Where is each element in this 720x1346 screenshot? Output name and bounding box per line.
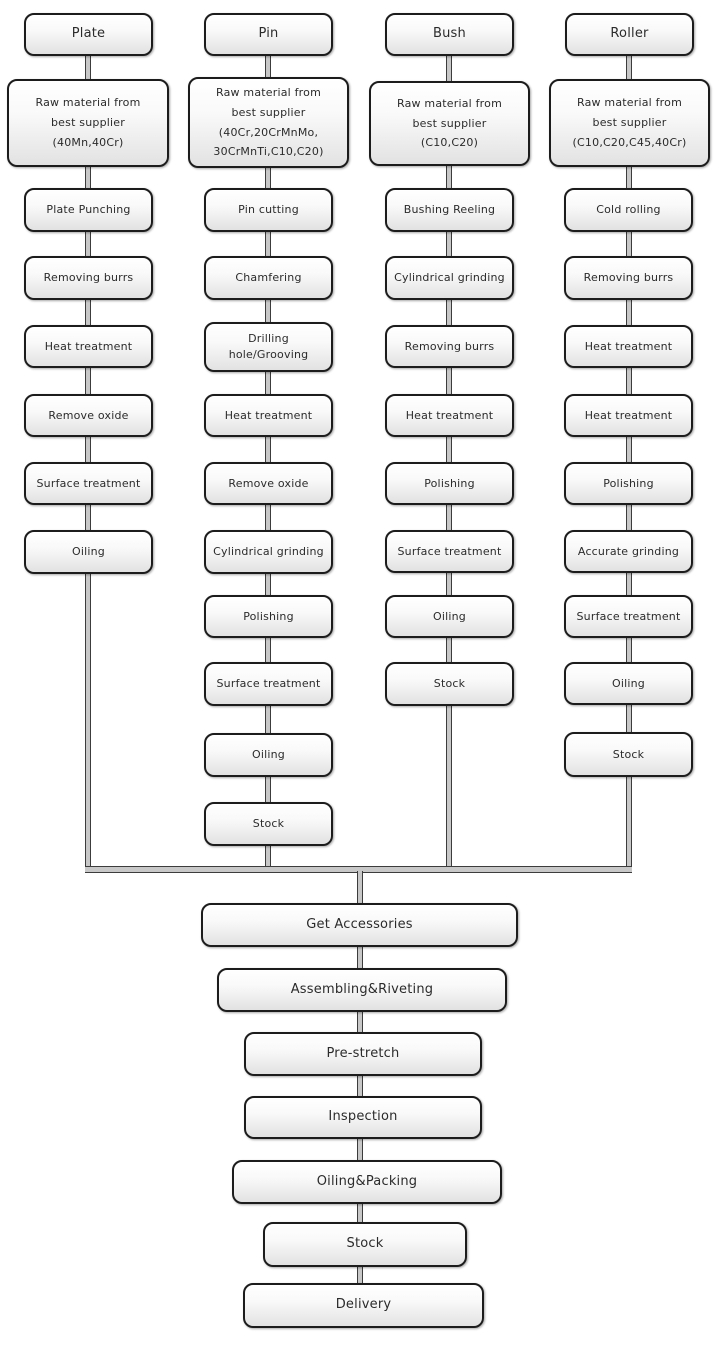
column-header-roller: Roller: [565, 13, 694, 56]
flow-step-box: Removing burrs: [564, 256, 693, 300]
flow-step-box: Accurate grinding: [564, 530, 693, 573]
flow-step-box: Surface treatment: [204, 662, 333, 706]
flow-step-box: Inspection: [244, 1096, 482, 1139]
flow-step-box: Cylindrical grinding: [204, 530, 333, 574]
connector-assembly-line: [357, 871, 363, 1311]
flow-step-box: Polishing: [564, 462, 693, 505]
flow-step-box: Removing burrs: [24, 256, 153, 300]
flow-step-box: Oiling: [385, 595, 514, 638]
flow-step-box: Remove oxide: [204, 462, 333, 505]
flow-step-box: Surface treatment: [564, 595, 693, 638]
flow-step-box: Raw material from best supplier (40Mn,40…: [7, 79, 169, 167]
flow-step-box: Stock: [564, 732, 693, 777]
connector-column-roller: [626, 40, 632, 868]
flow-step-box: Removing burrs: [385, 325, 514, 368]
flow-step-box: Pin cutting: [204, 188, 333, 232]
flow-step-box: Oiling: [204, 733, 333, 777]
connector-column-pin: [265, 40, 271, 868]
flow-step-box: Oiling: [564, 662, 693, 705]
flow-step-box: Heat treatment: [204, 394, 333, 437]
flow-step-box: Stock: [263, 1222, 467, 1267]
column-header-pin: Pin: [204, 13, 333, 56]
flow-step-box: Oiling&Packing: [232, 1160, 502, 1204]
flow-step-box: Surface treatment: [385, 530, 514, 573]
flow-step-box: Raw material from best supplier (C10,C20…: [369, 81, 530, 166]
flow-step-box: Heat treatment: [564, 394, 693, 437]
flow-step-box: Heat treatment: [385, 394, 514, 437]
flow-step-box: Plate Punching: [24, 188, 153, 232]
flow-step-box: Raw material from best supplier (C10,C20…: [549, 79, 710, 167]
flow-step-box: Cold rolling: [564, 188, 693, 232]
flow-step-box: Heat treatment: [24, 325, 153, 368]
flow-step-box: Assembling&Riveting: [217, 968, 507, 1012]
flow-step-box: Polishing: [385, 462, 514, 505]
connector-column-plate: [85, 40, 91, 868]
flow-step-box: Surface treatment: [24, 462, 153, 505]
flow-step-box: Raw material from best supplier (40Cr,20…: [188, 77, 349, 168]
flow-step-box: Bushing Reeling: [385, 188, 514, 232]
flow-step-box: Oiling: [24, 530, 153, 574]
connector-column-bush: [446, 40, 452, 868]
flow-step-box: Heat treatment: [564, 325, 693, 368]
column-header-bush: Bush: [385, 13, 514, 56]
flow-step-box: Stock: [204, 802, 333, 846]
flow-step-box: Stock: [385, 662, 514, 706]
column-header-plate: Plate: [24, 13, 153, 56]
flow-step-box: Drilling hole/Grooving: [204, 322, 333, 372]
flow-step-box: Remove oxide: [24, 394, 153, 437]
flow-step-box: Get Accessories: [201, 903, 518, 947]
flow-step-box: Delivery: [243, 1283, 484, 1328]
flow-step-box: Chamfering: [204, 256, 333, 300]
flow-step-box: Polishing: [204, 595, 333, 638]
flow-step-box: Pre-stretch: [244, 1032, 482, 1076]
flow-step-box: Cylindrical grinding: [385, 256, 514, 300]
